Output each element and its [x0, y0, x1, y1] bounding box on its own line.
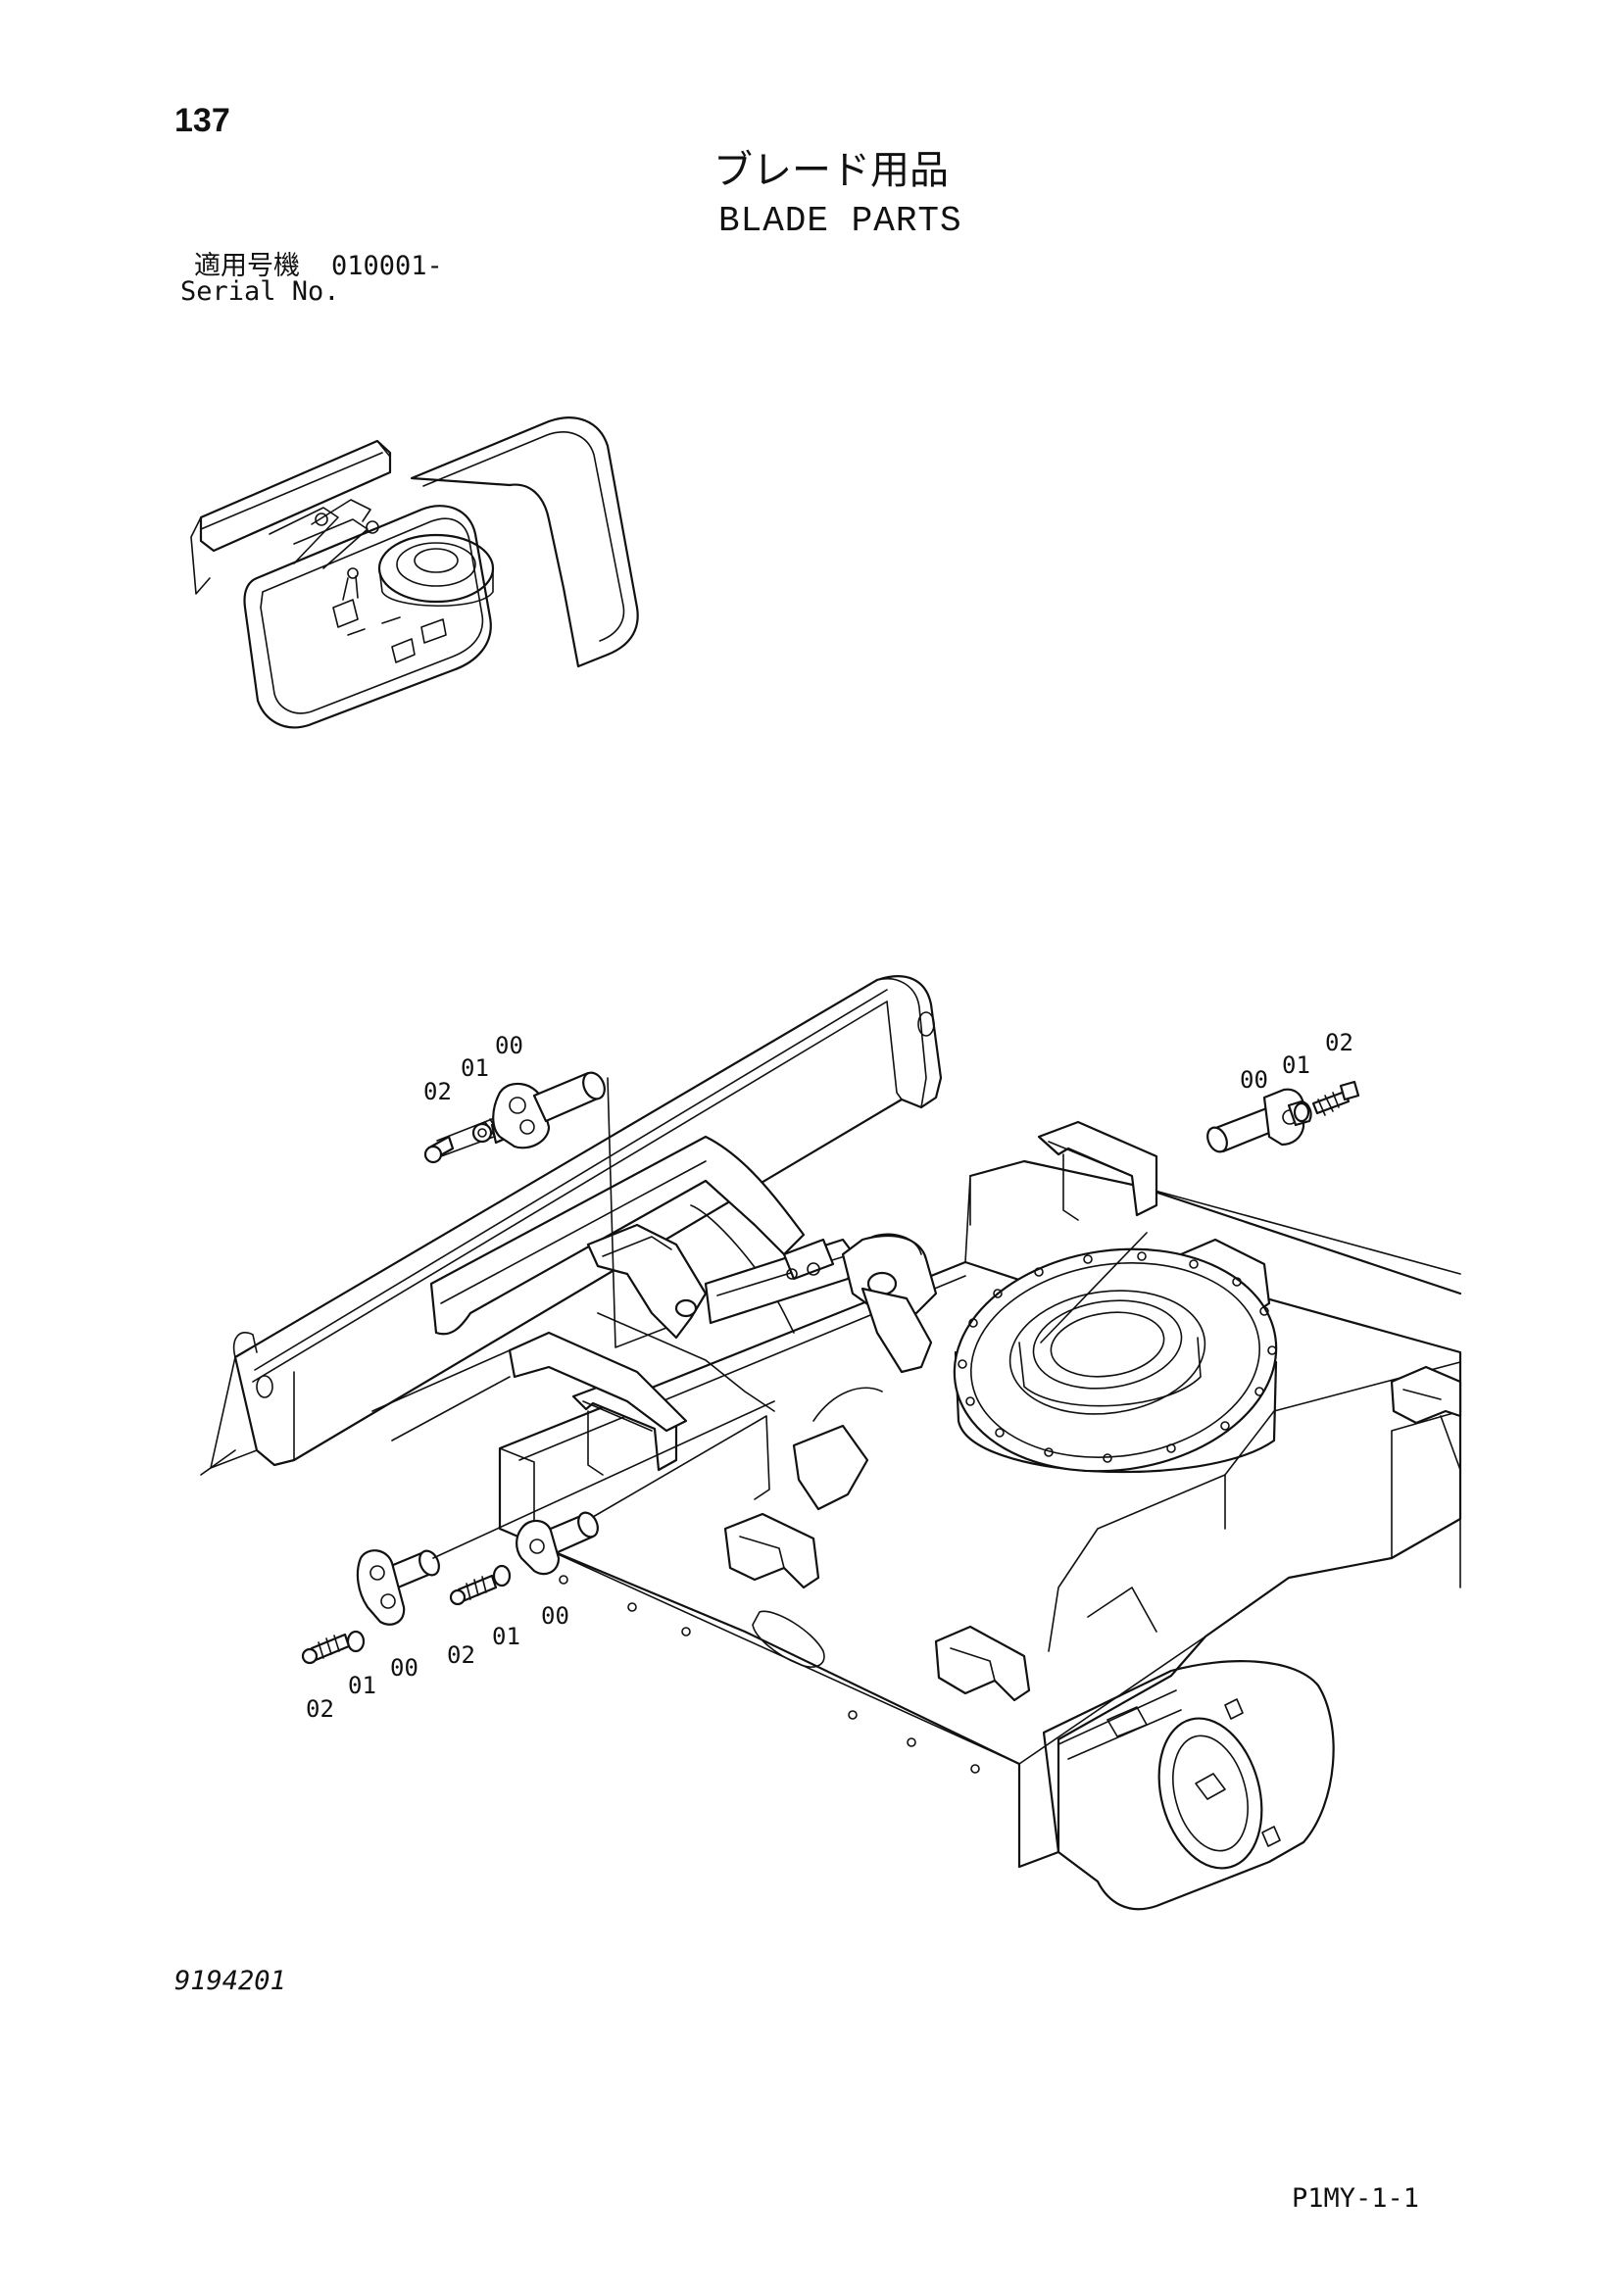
- serial-label-japanese: 適用号機: [194, 251, 300, 281]
- serial-value: 010001-: [331, 251, 443, 281]
- callout-00-lower-left: 00: [390, 1654, 418, 1682]
- page-title-english: BLADE PARTS: [718, 201, 962, 241]
- callout-00-upper-right: 00: [1240, 1066, 1268, 1094]
- swing-bearing: [953, 1247, 1278, 1474]
- pin-assembly-lower-mid: [449, 1415, 770, 1606]
- callout-01-lower-mid: 01: [492, 1623, 520, 1650]
- page-title-japanese: ブレード用品: [713, 148, 949, 193]
- callout-02-lower-left: 02: [306, 1695, 334, 1723]
- callout-02-upper-left: 02: [423, 1078, 452, 1105]
- idler-housing: [1042, 1660, 1335, 1911]
- callout-02-lower-mid: 02: [447, 1641, 475, 1669]
- callout-00-lower-mid: 00: [541, 1602, 569, 1630]
- serial-label-english: Serial No.: [180, 276, 340, 307]
- pin-assembly-upper-left: [423, 1071, 667, 1348]
- callout-01-lower-left: 01: [348, 1672, 376, 1699]
- blade-cylinder: [586, 1223, 938, 1511]
- pin-assembly-upper-right: [1040, 1080, 1360, 1343]
- pin-assembly-lower-left: [301, 1400, 775, 1665]
- illustration-number: 9194201: [174, 1966, 286, 1996]
- callout-00-upper-left: 00: [495, 1032, 523, 1059]
- callout-02-upper-right: 02: [1325, 1029, 1353, 1056]
- callout-01-upper-right: 01: [1282, 1051, 1310, 1079]
- callout-01-upper-left: 01: [461, 1054, 489, 1082]
- key-view-thumbnail: [190, 416, 639, 729]
- page-code: P1MY-1-1: [1292, 2183, 1420, 2214]
- page-number: 137: [174, 102, 230, 139]
- main-exploded-view: 02 01 00 00 01 02 02 01 00 02 01 00: [200, 975, 1462, 1911]
